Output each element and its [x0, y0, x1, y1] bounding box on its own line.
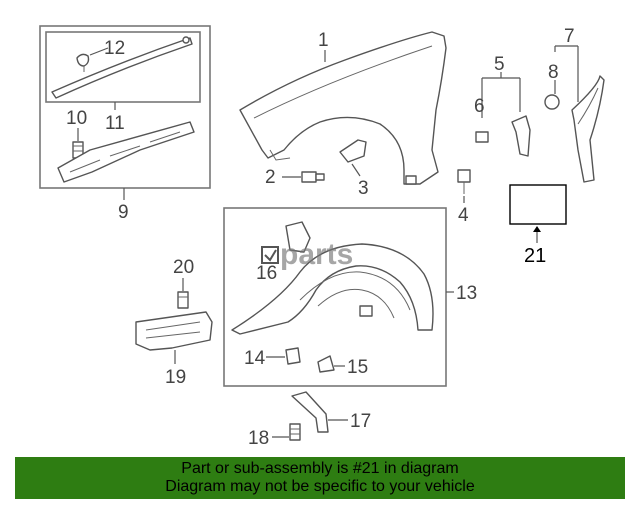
part-4-bolt	[457, 169, 471, 194]
callout-4: 4	[458, 205, 469, 226]
callout-14: 14	[244, 348, 266, 369]
vparts-watermark: parts	[261, 238, 353, 271]
callout-18: 18	[248, 428, 269, 449]
banner-line-2: Diagram may not be specific to your vehi…	[165, 478, 475, 495]
assembly-box-9	[39, 25, 211, 189]
callout-15: 15	[347, 357, 368, 378]
part-9-seal	[57, 121, 195, 183]
callout-5: 5	[494, 54, 505, 75]
callout-21: 21	[524, 245, 546, 267]
callout-6: 6	[474, 96, 485, 117]
part-2-bolt	[301, 171, 325, 183]
part-13-fender-liner	[231, 243, 434, 335]
watermark-text: parts	[280, 238, 353, 271]
part-7-seal	[571, 75, 605, 183]
part-6-bolt	[475, 131, 489, 143]
callout-8: 8	[548, 62, 559, 83]
part-15-nut	[317, 355, 335, 373]
part-1-fender	[239, 31, 447, 185]
part-11-molding	[51, 36, 193, 99]
callout-13: 13	[456, 283, 477, 304]
part-18-bolt	[289, 423, 301, 441]
part-16-clip	[285, 221, 311, 253]
part-8-clip	[544, 94, 560, 110]
part-19-bracket	[135, 311, 213, 351]
callout-1: 1	[318, 30, 329, 51]
callout-10: 10	[66, 108, 87, 129]
parts-diagram: parts 12 11 10 9 1 2 3 4 5 6 7 8 21 13 1…	[39, 25, 605, 449]
callout-7: 7	[564, 26, 575, 47]
callout-12: 12	[104, 38, 125, 59]
info-banner: Part or sub-assembly is #21 in diagram D…	[15, 457, 625, 499]
part-17-bracket	[291, 391, 329, 433]
part-5-bracket	[511, 115, 531, 157]
callout-20: 20	[173, 257, 194, 278]
part-20-bolt	[177, 291, 189, 309]
callout-17: 17	[350, 411, 371, 432]
liner-bolt	[359, 305, 373, 317]
part-21-box	[509, 184, 567, 225]
banner-line-1: Part or sub-assembly is #21 in diagram	[181, 460, 459, 477]
part-14-clip	[285, 347, 301, 365]
callout-16: 16	[256, 263, 277, 284]
callout-19: 19	[165, 367, 186, 388]
assembly-box-13	[223, 207, 447, 387]
callout-11: 11	[105, 113, 125, 134]
callout-9: 9	[118, 202, 129, 223]
part-3-bracket	[339, 139, 367, 163]
callout-3: 3	[358, 178, 369, 199]
callout-2: 2	[265, 167, 276, 188]
part-12-clip	[76, 53, 90, 72]
